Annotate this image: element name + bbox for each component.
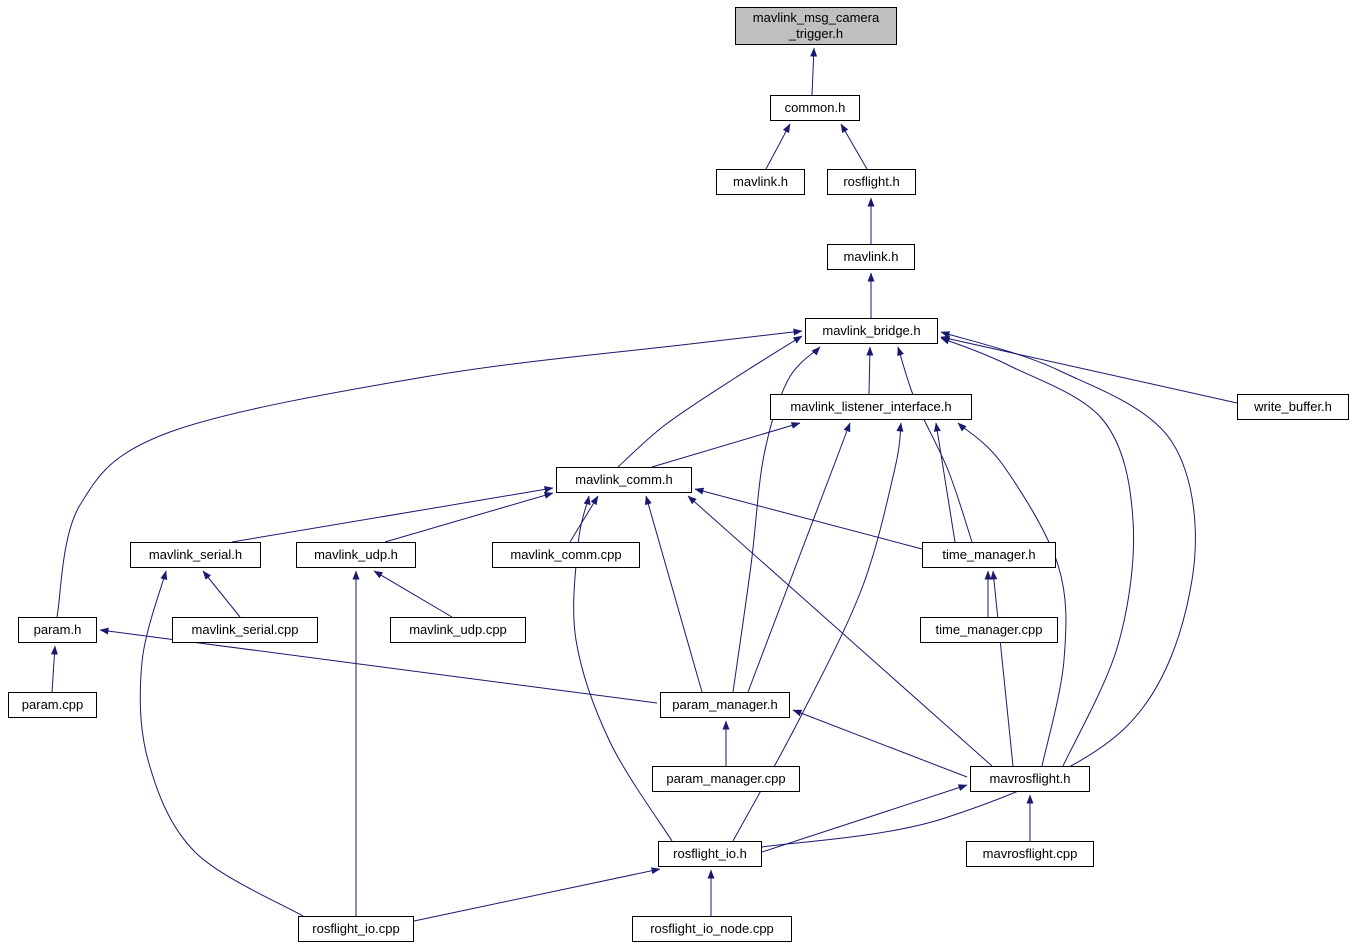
node-label: mavlink_serial.h — [148, 546, 243, 562]
node-mavlink_comm_h[interactable]: mavlink_comm.h — [556, 467, 692, 493]
edge-rosflight_h--common_h — [840, 123, 868, 170]
node-param_manager_cpp[interactable]: param_manager.cpp — [652, 766, 800, 792]
edge-mavlink_udp_cpp--mavlink_udp_h — [373, 570, 453, 618]
node-mavrosflight_h[interactable]: mavrosflight.h — [970, 766, 1090, 792]
node-rosflight_io_h[interactable]: rosflight_io.h — [658, 841, 762, 867]
edge-common_h--mavlink_msg_camera_trigger_h — [810, 47, 818, 96]
node-label: rosflight_io.h — [673, 845, 747, 861]
node-mavlink_udp_h[interactable]: mavlink_udp.h — [296, 542, 416, 568]
node-label: mavlink_listener_interface.h — [790, 398, 952, 414]
node-label: mavlink_udp.h — [314, 546, 398, 562]
edges-group — [50, 47, 1238, 922]
edge-mavlink_comm_h--mavlink_listener_interface_h — [651, 422, 801, 468]
edge-time_manager_h--mavlink_bridge_h — [897, 346, 973, 543]
node-label: mavlink.h — [843, 248, 899, 264]
node-label: rosflight_io_node.cpp — [650, 920, 774, 936]
node-label: common.h — [784, 99, 846, 115]
node-label: param_manager.h — [672, 696, 778, 712]
node-write_buffer_h[interactable]: write_buffer.h — [1237, 394, 1349, 420]
edge-mavrosflight_h--mavlink_bridge_h — [940, 337, 1135, 767]
node-rosflight_io_node_cpp[interactable]: rosflight_io_node.cpp — [632, 916, 792, 942]
node-time_manager_cpp[interactable]: time_manager.cpp — [920, 617, 1058, 643]
node-mavlink_serial_cpp[interactable]: mavlink_serial.cpp — [172, 617, 318, 643]
edge-mavrosflight_h--param_manager_h — [792, 709, 968, 778]
node-mavlink_msg_camera_trigger_h[interactable]: mavlink_msg_camera _trigger.h — [735, 7, 897, 45]
node-mavlink_comm_cpp[interactable]: mavlink_comm.cpp — [492, 542, 640, 568]
node-param_h[interactable]: param.h — [18, 617, 97, 643]
node-label: mavlink_comm.cpp — [510, 546, 622, 562]
node-mavlink_h_a[interactable]: mavlink.h — [716, 169, 805, 195]
edge-rosflight_io_h--mavrosflight_h — [761, 784, 968, 853]
node-mavlink_listener_interface_h[interactable]: mavlink_listener_interface.h — [770, 394, 972, 420]
edge-mavlink_serial_h--mavlink_comm_h — [231, 485, 554, 543]
node-label: time_manager.cpp — [935, 621, 1043, 637]
node-mavrosflight_cpp[interactable]: mavrosflight.cpp — [966, 841, 1094, 867]
edge-param_manager_h--mavlink_comm_h — [644, 495, 703, 693]
edge-mavrosflight_h--mavlink_listener_interface_h — [957, 422, 1067, 767]
edge-mavlink_h_a--common_h — [765, 123, 791, 170]
node-label: param_manager.cpp — [666, 770, 786, 786]
edge-mavlink_comm_h--mavlink_bridge_h — [617, 335, 803, 468]
node-label: rosflight.h — [843, 173, 900, 189]
node-label: mavrosflight.h — [989, 770, 1071, 786]
edge-mavrosflight_h--mavlink_comm_h — [687, 495, 993, 767]
edge-rosflight_io_h--mavlink_comm_h — [573, 495, 673, 842]
node-rosflight_io_cpp[interactable]: rosflight_io.cpp — [298, 916, 414, 942]
edge-rosflight_io_cpp--mavlink_serial_h — [139, 570, 304, 917]
node-label: mavlink_udp.cpp — [409, 621, 507, 637]
edge-write_buffer_h--mavlink_bridge_h — [940, 335, 1238, 404]
node-mavlink_serial_h[interactable]: mavlink_serial.h — [130, 542, 261, 568]
edge-param_cpp--param_h — [50, 645, 58, 693]
node-time_manager_h[interactable]: time_manager.h — [922, 542, 1056, 568]
edge-param_manager_h--mavlink_listener_interface_h — [747, 422, 851, 693]
node-label: time_manager.h — [942, 546, 1036, 562]
edge-param_h--mavlink_bridge_h — [56, 328, 803, 618]
node-label: rosflight_io.cpp — [312, 920, 400, 936]
node-label: write_buffer.h — [1254, 398, 1332, 414]
edge-mavrosflight_h--time_manager_h — [990, 570, 1014, 767]
edge-mavlink_udp_h--mavlink_comm_h — [384, 492, 554, 543]
node-label: mavlink_bridge.h — [822, 322, 921, 338]
node-mavlink_udp_cpp[interactable]: mavlink_udp.cpp — [390, 617, 526, 643]
node-label: param.h — [33, 621, 82, 637]
node-label: mavlink_msg_camera _trigger.h — [752, 9, 880, 41]
node-param_manager_h[interactable]: param_manager.h — [660, 692, 790, 718]
node-rosflight_h[interactable]: rosflight.h — [827, 169, 916, 195]
node-label: mavlink_serial.cpp — [191, 621, 299, 637]
edge-mavlink_listener_interface_h--mavlink_bridge_h — [866, 346, 874, 395]
node-common_h[interactable]: common.h — [770, 95, 860, 121]
edge-mavlink_comm_cpp--mavlink_comm_h — [569, 495, 599, 543]
edge-rosflight_io_cpp--rosflight_io_h — [413, 867, 661, 922]
node-label: mavlink.h — [733, 173, 788, 189]
node-label: mavrosflight.cpp — [982, 845, 1078, 861]
node-label: param.cpp — [21, 696, 84, 712]
edge-param_manager_h--mavlink_bridge_h — [732, 346, 821, 693]
edge-time_manager_h--mavlink_comm_h — [694, 487, 923, 550]
node-mavlink_bridge_h[interactable]: mavlink_bridge.h — [805, 318, 938, 344]
node-label: mavlink_comm.h — [575, 471, 673, 487]
node-mavlink_h_b[interactable]: mavlink.h — [827, 244, 915, 270]
node-param_cpp[interactable]: param.cpp — [8, 692, 97, 718]
edge-time_manager_h--mavlink_listener_interface_h — [933, 422, 956, 543]
edge-mavlink_serial_cpp--mavlink_serial_h — [202, 570, 241, 618]
edge-rosflight_io_h--mavlink_bridge_h — [761, 331, 1196, 848]
